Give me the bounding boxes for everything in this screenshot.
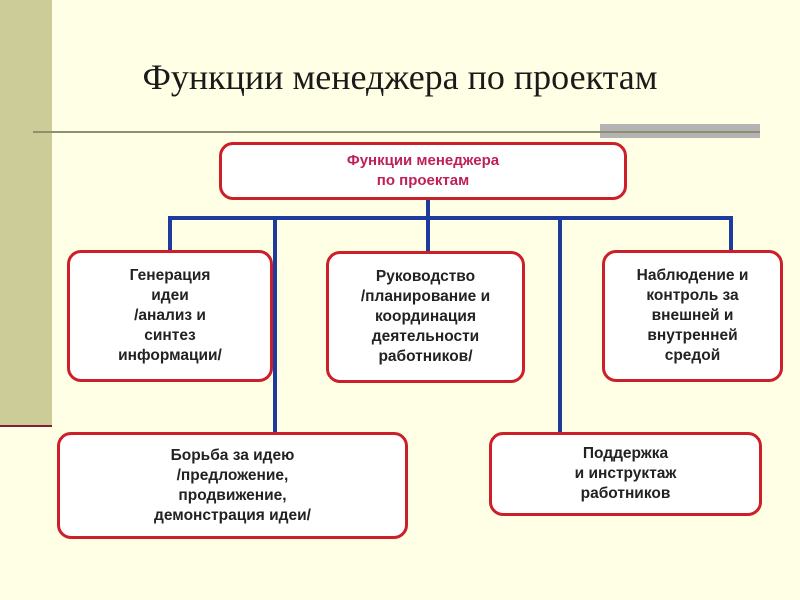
node-idea-generation: Генерация идеи /анализ и синтез информац… [67,250,273,382]
left-accent-underline [0,425,52,427]
slide-title: Функции менеджера по проектам [142,57,658,97]
node-support: Поддержка и инструктаж работников [489,432,762,516]
left-accent-strip [0,0,52,425]
title-divider-accent [600,124,760,138]
title-divider [33,131,760,133]
node-idea-promotion: Борьба за идею /предложение, продвижение… [57,432,408,539]
root-node-manager-functions: Функции менеджера по проектам [219,142,627,200]
node-monitoring: Наблюдение и контроль за внешней и внутр… [602,250,783,382]
node-leadership: Руководство /планирование и координация … [326,251,525,383]
